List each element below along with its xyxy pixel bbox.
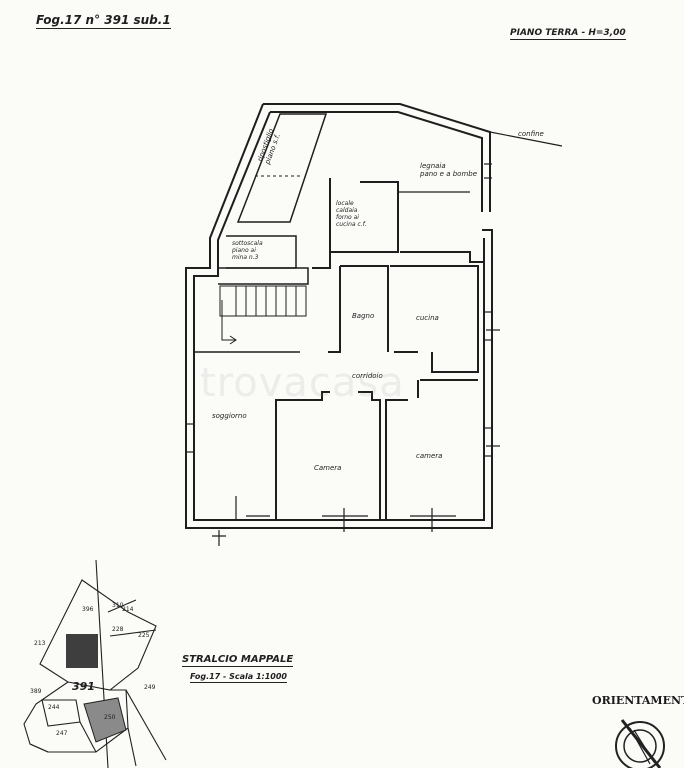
label-cucina: cucina <box>416 314 439 322</box>
sheet-reference: Fog.17 n° 391 sub.1 <box>36 13 171 29</box>
label-camera-2: camera <box>416 452 443 460</box>
parcel-number: 389 <box>30 688 42 695</box>
parcel-number: 396 <box>82 606 94 613</box>
map-subtitle: Fog.17 - Scala 1:1000 <box>190 672 287 683</box>
map-title: STRALCIO MAPPALE <box>182 654 294 667</box>
parcel-number: 247 <box>56 730 68 737</box>
parcel-number: 225 <box>138 632 150 639</box>
parcel-number: 213 <box>34 640 46 647</box>
parcel-number: 250 <box>104 714 116 721</box>
floor-title: PIANO TERRA - H=3,00 <box>510 28 626 40</box>
parcel-number: 214 <box>122 606 134 613</box>
label-camera-1: Camera <box>314 464 342 472</box>
orientation-label: ORIENTAMENTO <box>592 694 684 707</box>
parcel-number: 249 <box>144 684 156 691</box>
label-corridoio: corridoio <box>352 372 383 380</box>
label-locale-caldaia: locale caldaia forno ai cucina c.f. <box>336 200 367 228</box>
label-sottoscala: sottoscala piano ai mina n.3 <box>232 240 263 261</box>
label-confine: confine <box>518 130 544 138</box>
watermark: trovacasa <box>200 360 405 406</box>
parcel-number: 244 <box>48 704 60 711</box>
label-legnaia: legnaia pano e a bombe <box>420 162 478 178</box>
label-soggiorno: soggiorno <box>212 412 247 420</box>
parcel-number: 228 <box>112 626 124 633</box>
parcel-main-number: 391 <box>72 680 95 693</box>
parcel-number: 310 <box>112 602 124 609</box>
label-bagno: Bagno <box>352 312 375 320</box>
